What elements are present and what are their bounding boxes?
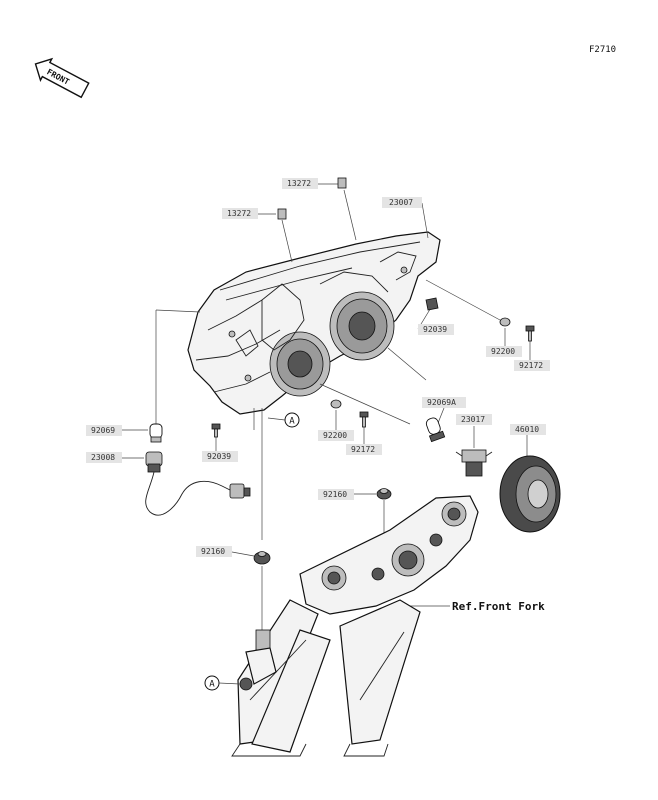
label-92039b: 92039 bbox=[207, 452, 231, 461]
grommet-92160b-icon bbox=[253, 551, 271, 565]
reference-front-fork: Ref.Front Fork bbox=[452, 600, 545, 613]
label-92160a: 92160 bbox=[323, 490, 347, 499]
screw-92172b-icon bbox=[359, 411, 369, 428]
socket-23017-icon bbox=[455, 449, 493, 477]
grommet-92160a-icon bbox=[376, 488, 392, 500]
clip-92039-icon bbox=[425, 297, 439, 311]
headlight-housing bbox=[187, 231, 441, 415]
label-23008: 23008 bbox=[91, 453, 115, 462]
label-46010: 46010 bbox=[515, 425, 539, 434]
svg-text:A: A bbox=[289, 417, 295, 427]
bulb-92069-icon bbox=[149, 423, 163, 443]
label-92069: 92069 bbox=[91, 426, 115, 435]
label-23007: 23007 bbox=[389, 198, 413, 207]
label-92160b: 92160 bbox=[201, 547, 225, 556]
label-92200b: 92200 bbox=[323, 431, 347, 440]
clip-13272b-icon bbox=[277, 208, 287, 220]
label-92200a: 92200 bbox=[491, 347, 515, 356]
label-13272a: 13272 bbox=[287, 179, 311, 188]
label-92172b: 92172 bbox=[351, 445, 375, 454]
small-parts bbox=[145, 177, 561, 565]
socket-harness-23008-icon bbox=[145, 451, 251, 516]
cover-46010-icon bbox=[499, 455, 561, 533]
washer-92200b-icon bbox=[330, 399, 342, 409]
screw-92172a-icon bbox=[525, 325, 535, 342]
callout-a-lower: A bbox=[204, 675, 241, 691]
label-23017: 23017 bbox=[461, 415, 485, 424]
label-92039: 92039 bbox=[423, 325, 447, 334]
label-92172a: 92172 bbox=[519, 361, 543, 370]
screw-92039b-icon bbox=[211, 423, 221, 438]
label-92069A: 92069A bbox=[427, 398, 456, 407]
washer-92200a-icon bbox=[499, 317, 511, 327]
figure-code: F2710 bbox=[589, 45, 616, 55]
part-labels: 13272 13272 23007 92039 92200 92172 9206… bbox=[86, 178, 550, 613]
callout-a-upper: A bbox=[267, 412, 300, 428]
front-arrow-icon: FRONT bbox=[34, 57, 90, 99]
bulb-92069A-icon bbox=[425, 417, 446, 443]
front-fork-assembly bbox=[231, 495, 479, 757]
clip-13272a-icon bbox=[337, 177, 347, 189]
svg-text:A: A bbox=[209, 680, 215, 690]
label-13272b: 13272 bbox=[227, 209, 251, 218]
